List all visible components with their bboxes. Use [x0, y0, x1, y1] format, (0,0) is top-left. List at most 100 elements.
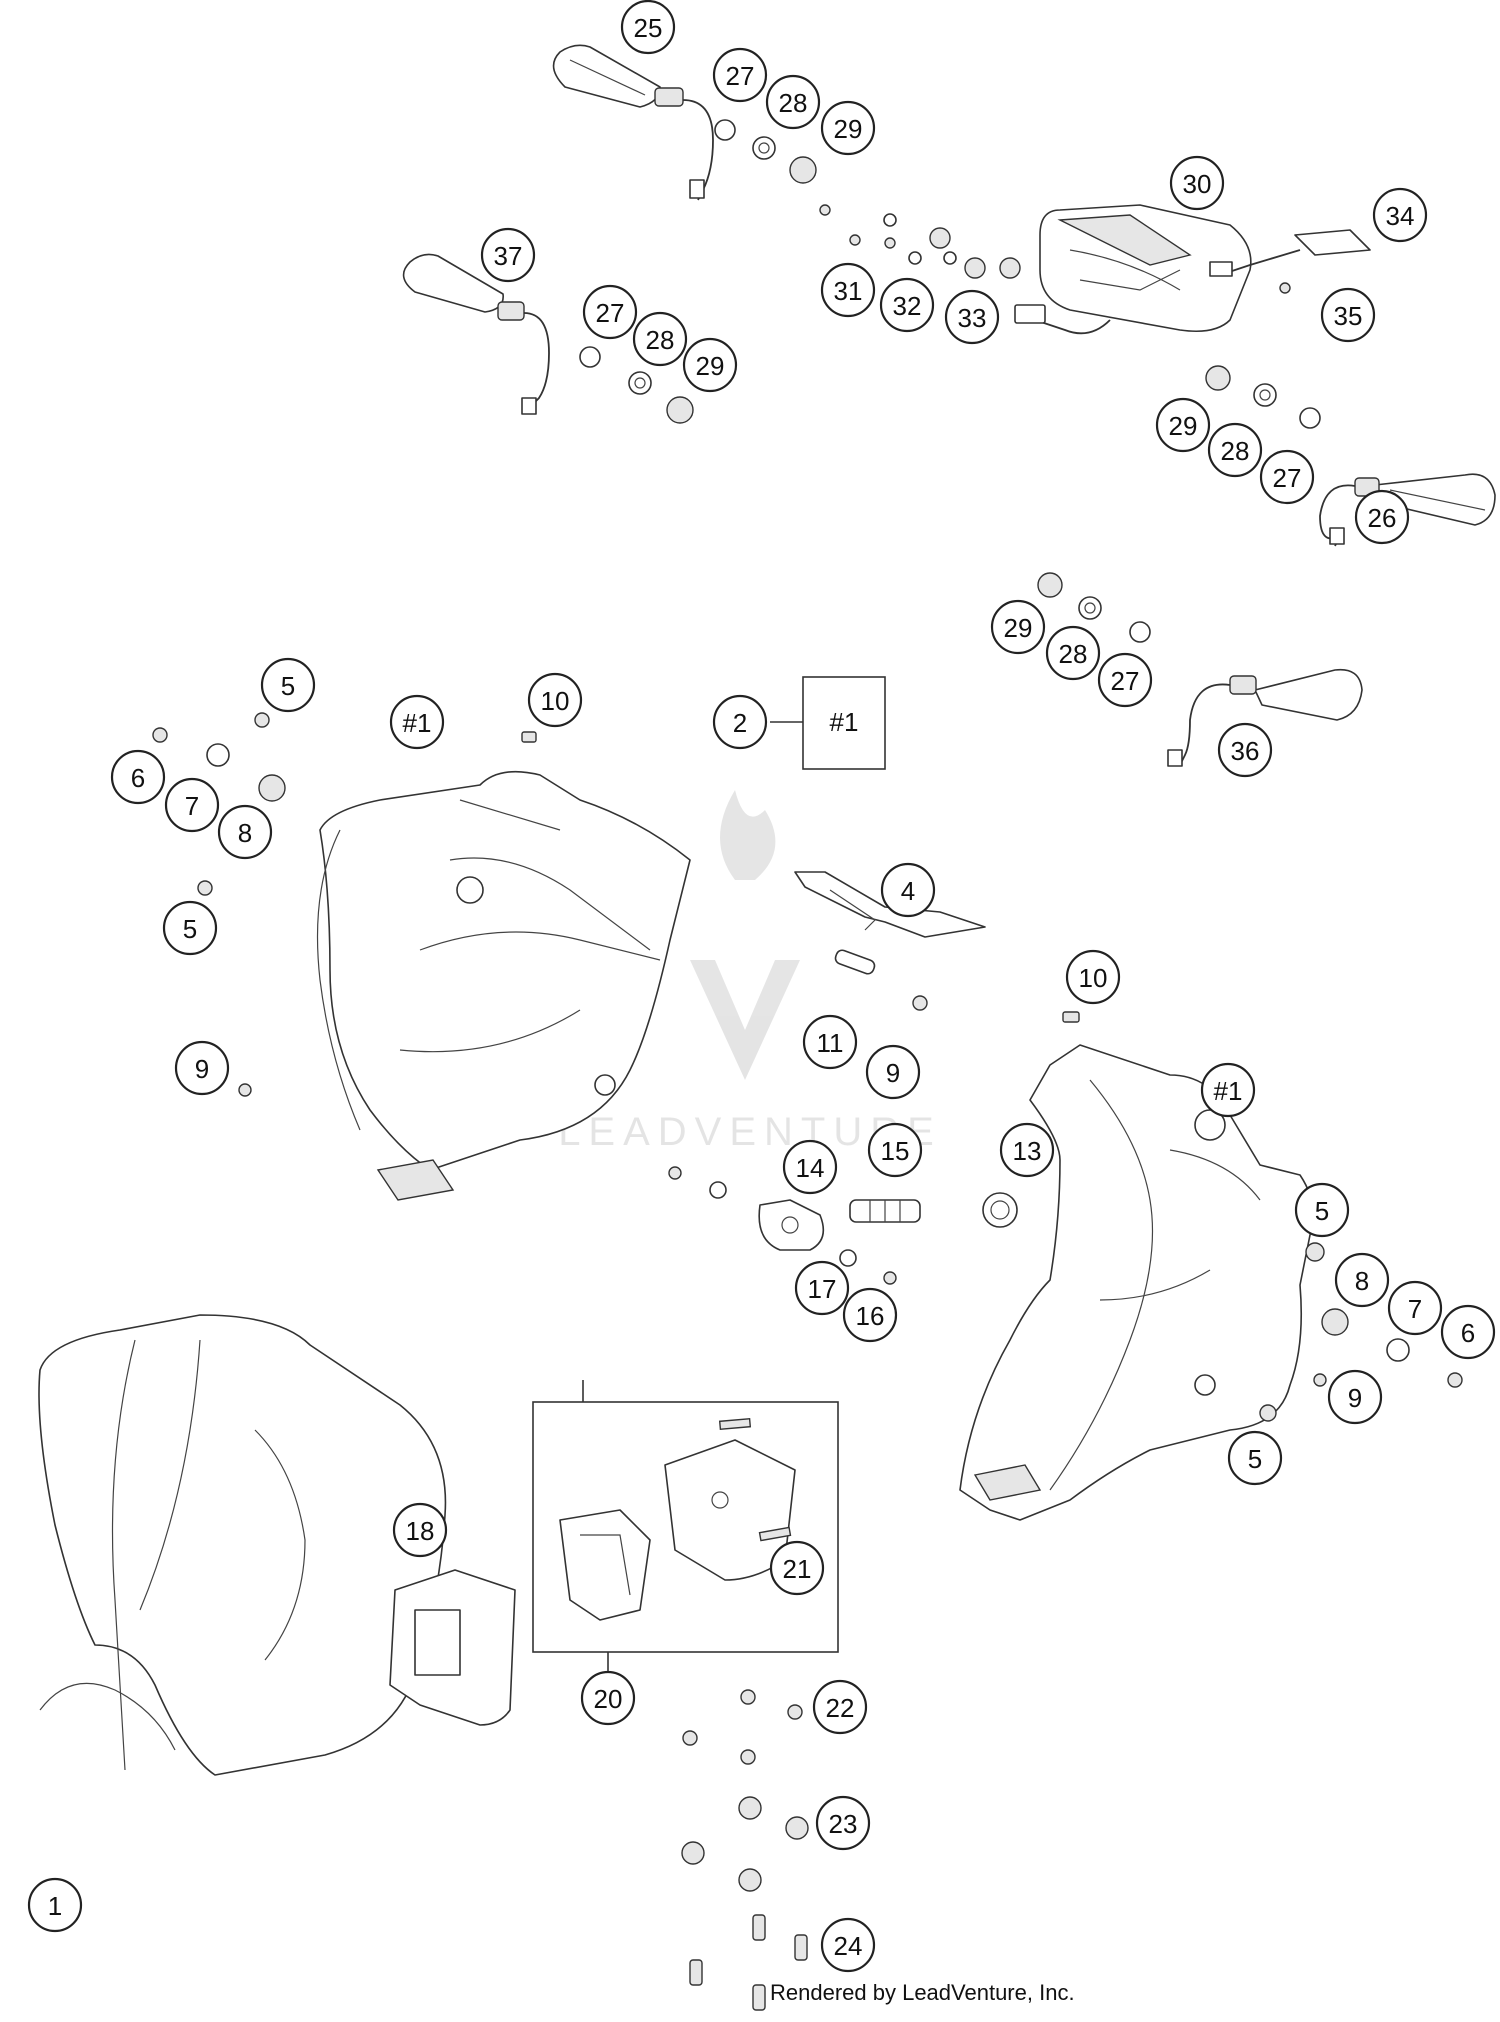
- callout-c28b: 28: [632, 311, 688, 367]
- callout-label: 8: [1355, 1266, 1369, 1296]
- callout-label: 31: [834, 276, 863, 306]
- nut-28c: [1253, 383, 1277, 407]
- callout-label: 29: [1004, 613, 1033, 643]
- callout-label: 25: [634, 13, 663, 43]
- screws-left-group: [152, 712, 537, 1097]
- callout-c8b: 8: [1334, 1252, 1390, 1308]
- callout-c20: 20: [580, 1670, 636, 1726]
- callout-c33: 33: [944, 289, 1000, 345]
- callout-label: 27: [596, 298, 625, 328]
- callout-c21: 21: [769, 1540, 825, 1596]
- callout-label: 7: [185, 791, 199, 821]
- fairing-right: [959, 1044, 1315, 1521]
- callout-label: 20: [594, 1684, 623, 1714]
- washer-27b: [579, 346, 601, 368]
- callout-c5b: 5: [162, 900, 218, 956]
- callout-c28a: 28: [765, 74, 821, 130]
- pin-11: [834, 949, 876, 975]
- callout-label: 21: [783, 1554, 812, 1584]
- screw-35: [1279, 282, 1291, 294]
- callout-label: 22: [826, 1693, 855, 1723]
- callout-c29c: 29: [1155, 397, 1211, 453]
- turn-signal-front-right: [402, 253, 550, 415]
- callout-label: 28: [1221, 436, 1250, 466]
- callout-c27b: 27: [582, 284, 638, 340]
- callout-label: 29: [834, 114, 863, 144]
- grommet-29c: [1205, 365, 1231, 391]
- screws-right-group: [1259, 1242, 1463, 1422]
- callout-label: 28: [1059, 639, 1088, 669]
- callout-c7a: 7: [164, 777, 220, 833]
- nut-28d: [1078, 596, 1102, 620]
- callout-label: 4: [901, 876, 915, 906]
- gear-13: [982, 1192, 1018, 1228]
- grommet-29d: [1037, 572, 1063, 598]
- callout-label: 35: [1334, 301, 1363, 331]
- callout-c13: 13: [999, 1122, 1055, 1178]
- callout-label: 28: [646, 325, 675, 355]
- callout-label: 27: [1273, 463, 1302, 493]
- callout-cref2: #1: [1200, 1062, 1256, 1118]
- callout-label: 11: [817, 1028, 844, 1058]
- washer-27d: [1129, 621, 1151, 643]
- callout-c30: 30: [1169, 155, 1225, 211]
- callout-c27a: 27: [712, 47, 768, 103]
- callout-label: 29: [696, 351, 725, 381]
- callout-c6b: 6: [1440, 1304, 1496, 1360]
- reference-box-label: #1: [830, 707, 859, 737]
- callout-label: 15: [881, 1136, 910, 1166]
- callout-label: 27: [726, 61, 755, 91]
- callout-c4: 4: [880, 862, 936, 918]
- callout-c5d: 5: [1227, 1430, 1283, 1486]
- callout-label: 5: [1248, 1444, 1262, 1474]
- callout-c34: 34: [1372, 187, 1428, 243]
- callout-label: 9: [195, 1054, 209, 1084]
- washer-17: [839, 1249, 857, 1267]
- callout-label: 37: [494, 241, 523, 271]
- nut-28b: [628, 371, 652, 395]
- callout-c26: 26: [1354, 489, 1410, 545]
- callout-c5a: 5: [260, 657, 316, 713]
- tail-light: [1014, 204, 1252, 335]
- credit-text: Rendered by LeadVenture, Inc.: [770, 1980, 1075, 2005]
- callout-label: 17: [808, 1274, 837, 1304]
- callout-label: 5: [1315, 1196, 1329, 1226]
- callout-label: 9: [886, 1058, 900, 1088]
- callout-c27c: 27: [1259, 449, 1315, 505]
- fuel-tank: [38, 1314, 447, 1776]
- callout-label: #1: [1214, 1076, 1243, 1106]
- callout-c29b: 29: [682, 337, 738, 393]
- callout-c5c: 5: [1294, 1182, 1350, 1238]
- callout-label: 28: [779, 88, 808, 118]
- callout-c28c: 28: [1207, 422, 1263, 478]
- callout-label: 6: [131, 763, 145, 793]
- callout-label: 30: [1183, 169, 1212, 199]
- callout-label: 33: [958, 303, 987, 333]
- screws-22: [682, 1689, 803, 1765]
- screws-14: [668, 1166, 727, 1199]
- washer-27c: [1299, 407, 1321, 429]
- callout-c7b: 7: [1387, 1280, 1443, 1336]
- watermark-logo: LEADVENTURE: [558, 790, 934, 1154]
- box-20: [532, 1401, 839, 1680]
- callout-c37: 37: [480, 227, 536, 283]
- callout-label: 5: [281, 671, 295, 701]
- callout-c35: 35: [1320, 287, 1376, 343]
- callout-c18: 18: [392, 1502, 448, 1558]
- sensor-14: [758, 1199, 825, 1251]
- callout-c11: 11: [802, 1014, 858, 1070]
- callout-c2: 2: [712, 694, 768, 750]
- screw-31: [819, 204, 896, 249]
- callout-label: 26: [1368, 503, 1397, 533]
- turn-signal-rear-right: [1167, 668, 1363, 767]
- grommet-33: [929, 227, 1021, 279]
- callout-label: 10: [541, 686, 570, 716]
- washer-32: [883, 213, 957, 265]
- nut-28a: [752, 136, 776, 160]
- callout-label: 9: [1348, 1383, 1362, 1413]
- callout-c17: 17: [794, 1260, 850, 1316]
- grommet-29a: [789, 156, 817, 184]
- callout-label: #1: [403, 708, 432, 738]
- switch-15: [849, 1199, 921, 1223]
